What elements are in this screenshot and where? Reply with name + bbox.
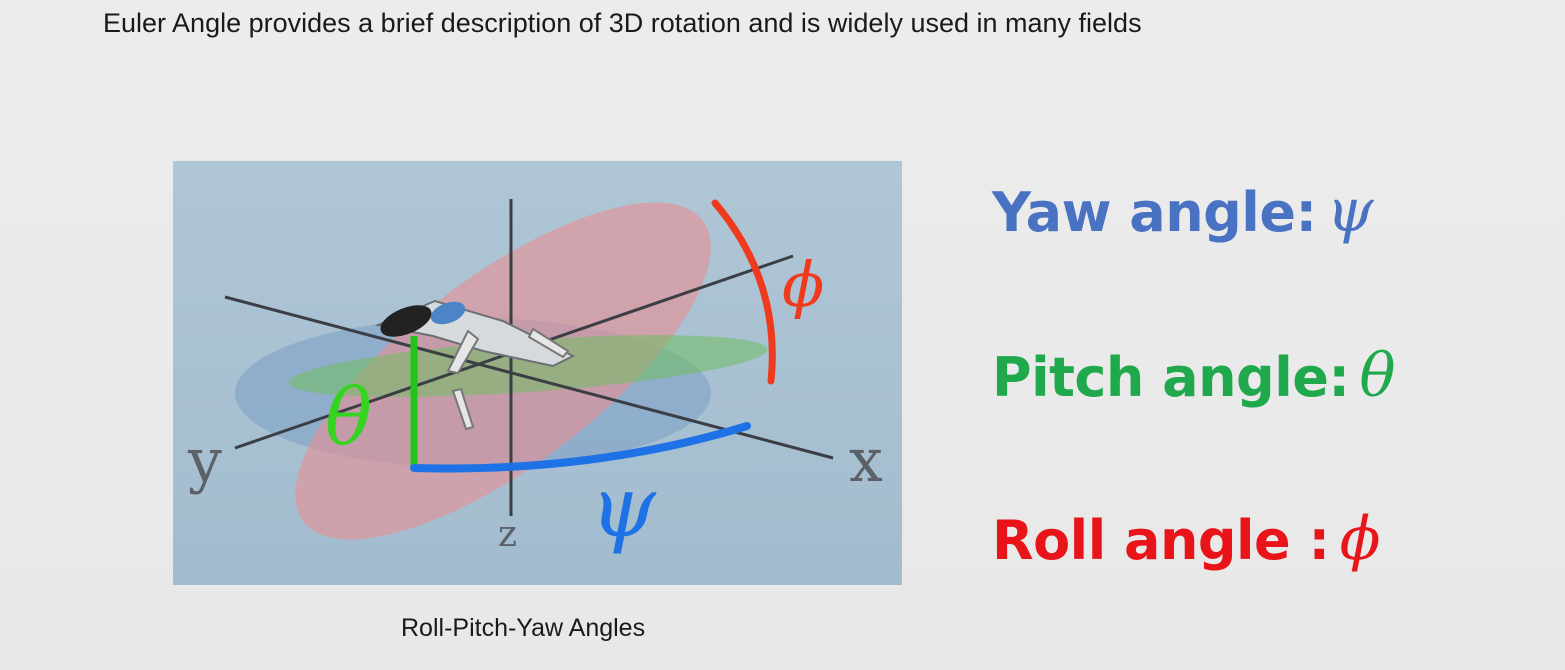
z-axis-label: z xyxy=(498,514,517,555)
roll-angle-label: Roll angle :ϕ xyxy=(992,504,1380,574)
pitch-angle-symbol: θ xyxy=(1359,341,1396,411)
roll-angle-text: Roll angle : xyxy=(992,509,1330,572)
figure-caption: Roll-Pitch-Yaw Angles xyxy=(401,614,646,642)
roll-arc xyxy=(711,199,776,385)
euler-angle-figure: θ ψ ϕ y x z xyxy=(173,161,902,585)
pitch-angle-text: Pitch angle: xyxy=(992,346,1350,409)
y-axis-label: y xyxy=(187,426,222,496)
slide-headline: Euler Angle provides a brief description… xyxy=(103,8,1142,38)
yaw-angle-label: Yaw angle:ψ xyxy=(992,176,1374,246)
pitch-angle-label: Pitch angle:θ xyxy=(992,341,1396,411)
pitch-plane xyxy=(288,335,768,397)
yaw-symbol: ψ xyxy=(590,458,657,556)
roll-symbol: ϕ xyxy=(782,248,824,321)
euler-angle-diagram: θ ψ ϕ y x z xyxy=(173,161,902,585)
yaw-angle-symbol: ψ xyxy=(1326,176,1374,246)
pitch-symbol: θ xyxy=(325,373,372,463)
x-axis-label: x xyxy=(849,426,883,496)
roll-angle-symbol: ϕ xyxy=(1339,504,1381,574)
yaw-arc xyxy=(410,422,751,473)
aircraft-model xyxy=(374,299,576,431)
yaw-angle-text: Yaw angle: xyxy=(992,181,1317,244)
